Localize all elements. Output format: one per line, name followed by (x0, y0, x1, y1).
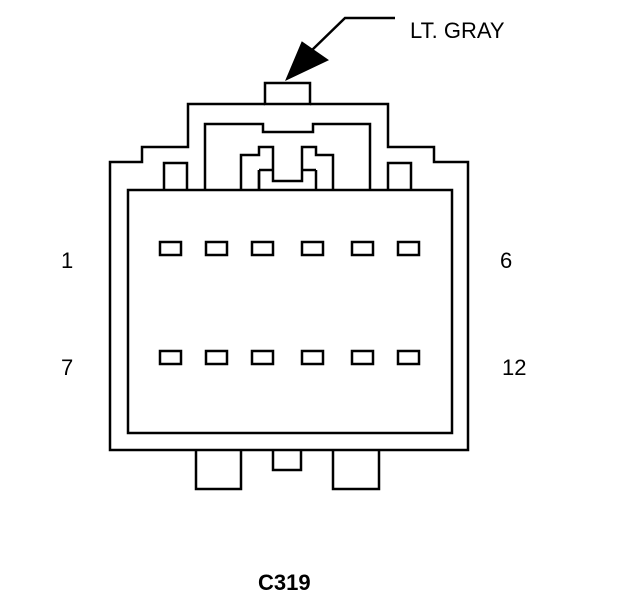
right-post (386, 161, 413, 190)
pin-cavity (126, 188, 454, 435)
pin-4 (300, 240, 325, 257)
pin-row-top (158, 240, 421, 257)
pin-7 (158, 349, 183, 366)
connector-id-label: C319 (258, 570, 311, 595)
pin-6 (396, 240, 421, 257)
callout-arrow-icon (285, 41, 329, 82)
left-post (162, 161, 189, 190)
pin-label-7: 7 (61, 355, 73, 380)
pin-label-12: 12 (502, 355, 526, 380)
pin-5 (350, 240, 375, 257)
color-callout-label: LT. GRAY (410, 18, 505, 43)
pin-11 (350, 349, 375, 366)
pin-12 (396, 349, 421, 366)
pin-8 (204, 349, 229, 366)
color-callout-leader (285, 16, 395, 82)
connector-housing-outline (108, 102, 470, 452)
pin-9 (250, 349, 275, 366)
center-latch-block (239, 145, 335, 190)
pin-label-6: 6 (500, 248, 512, 273)
pin-1 (158, 240, 183, 257)
pin-3 (250, 240, 275, 257)
top-lock-tab (263, 81, 312, 106)
bottom-left-foot (194, 450, 243, 491)
callout-leader-line (309, 16, 395, 53)
bottom-right-foot (331, 450, 381, 491)
bottom-center-key (271, 450, 303, 472)
latch-frame (203, 122, 372, 190)
pin-label-1: 1 (61, 248, 73, 273)
pin-row-bottom (158, 349, 421, 366)
pin-2 (204, 240, 229, 257)
pin-10 (300, 349, 325, 366)
